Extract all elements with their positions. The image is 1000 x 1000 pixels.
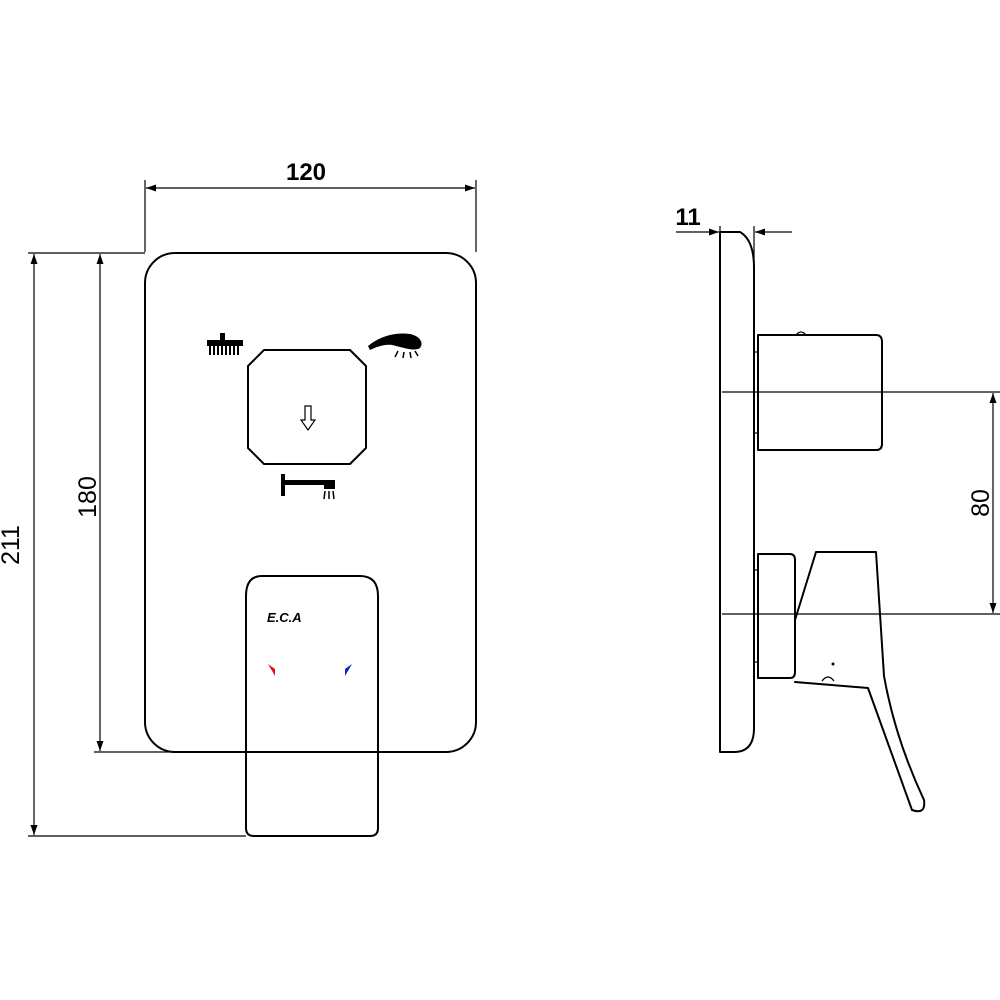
bath-spout-icon [281, 474, 335, 500]
plate-side-profile [719, 231, 755, 753]
overhead-shower-icon [207, 333, 243, 355]
cartridge-body-side [757, 553, 796, 679]
cover-plate [144, 252, 477, 753]
dimension-offset: 80 [722, 391, 1000, 615]
dimension-height-total: 211 [0, 252, 246, 837]
diverter-arrow-icon [299, 405, 317, 432]
svg-text:120: 120 [286, 159, 326, 186]
side-view: 11 80 [675, 204, 1000, 813]
hot-indicator-icon [268, 664, 275, 676]
diverter-body-side [757, 334, 883, 451]
dimension-width: 120 [144, 159, 477, 252]
front-view: E.C.A 120 211 180 [0, 159, 477, 837]
dimension-depth: 11 [675, 204, 792, 268]
svg-text:11: 11 [675, 204, 700, 231]
svg-text:180: 180 [74, 476, 102, 518]
lever-side [794, 551, 926, 813]
cold-indicator-icon [345, 664, 352, 676]
mixing-lever [245, 575, 379, 837]
hand-shower-icon [368, 333, 422, 359]
brand-logo: E.C.A [267, 610, 302, 625]
dimension-height-plate: 180 [74, 254, 246, 753]
diverter-knob [247, 349, 367, 465]
svg-text:211: 211 [0, 525, 25, 565]
svg-text:80: 80 [967, 489, 995, 517]
